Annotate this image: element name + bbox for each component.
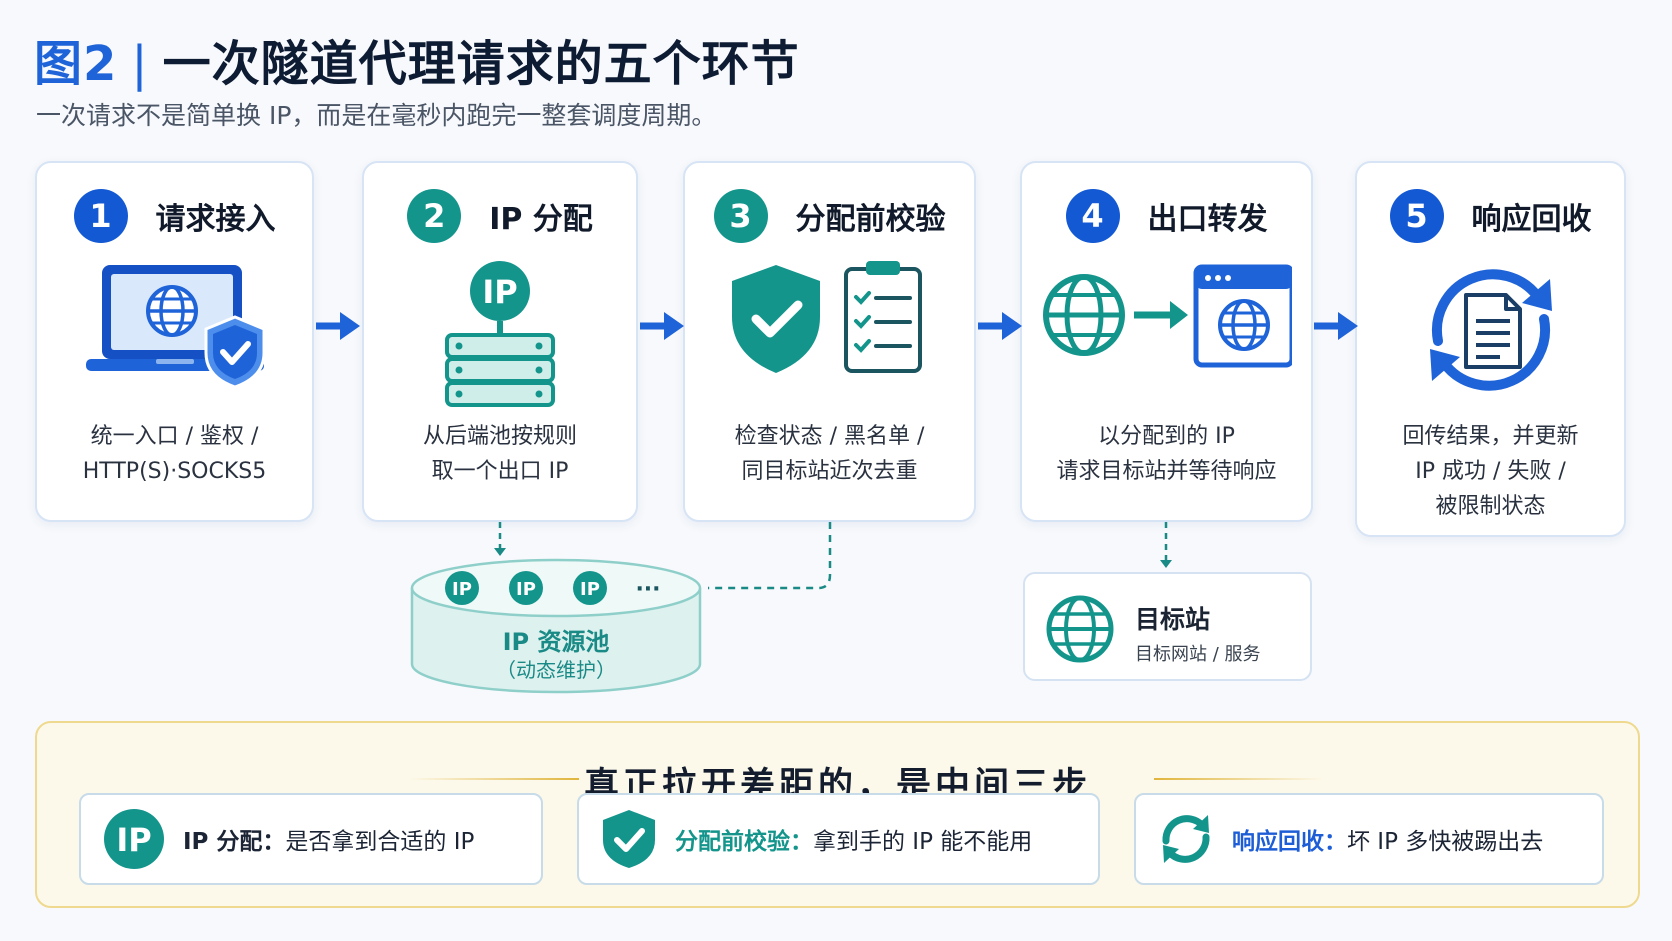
globe-to-browser-icon <box>1042 264 1292 368</box>
svg-text:IP: IP <box>516 579 536 600</box>
ip-pool-cylinder: IP IP IP ··· <box>410 558 702 694</box>
step-title: 分配前校验 <box>795 202 946 237</box>
step-number: 4 <box>1065 189 1120 243</box>
step-description: 从后端池按规则 取一个出口 IP <box>422 424 577 484</box>
title-separator: | <box>131 36 149 92</box>
shield-checklist-icon <box>731 261 922 373</box>
svg-text:IP: IP <box>482 273 517 311</box>
step-title: 出口转发 <box>1147 202 1268 237</box>
arrow-right-icon <box>640 312 684 340</box>
refresh-icon <box>1162 815 1210 863</box>
step-title: 响应回收 <box>1471 202 1592 237</box>
summary-item-ip-allocation: IP IP 分配：是否拿到合适的 IP <box>79 793 543 885</box>
step-card-pre-allocation-check: 3 分配前校验 检查状态 / 黑名单 / 同目标站近次去重 <box>683 161 976 522</box>
arrow-right-icon <box>1314 312 1358 340</box>
refresh-document-icon <box>1429 269 1552 391</box>
shield-check-icon <box>603 810 655 868</box>
step-number: 5 <box>1389 189 1444 243</box>
arrow-right-icon <box>316 312 360 340</box>
figure-number: 图2 <box>34 36 118 92</box>
svg-text:···: ··· <box>635 577 660 602</box>
summary-item-response-recycling: 响应回收：坏 IP 多快被踢出去 <box>1134 793 1604 885</box>
globe-icon <box>1046 595 1114 663</box>
step-description: 检查状态 / 黑名单 / 同目标站近次去重 <box>734 424 925 484</box>
step-number: 2 <box>407 189 462 243</box>
summary-panel: 真正拉开差距的，是中间三步 IP IP 分配：是否拿到合适的 IP 分配前校验：… <box>35 721 1640 908</box>
step-description: 统一入口 / 鉴权 / HTTP(S)·SOCKS5 <box>82 424 267 484</box>
page-subtitle: 一次请求不是简单换 IP，而是在毫秒内跑完一整套调度周期。 <box>36 101 717 130</box>
ip-badge-icon: IP <box>104 809 164 869</box>
ip-pool-title: IP 资源池 <box>502 628 610 656</box>
ip-server-icon: IP <box>445 261 555 407</box>
step-number: 1 <box>73 189 128 243</box>
summary-item-pre-check: 分配前校验：拿到手的 IP 能不能用 <box>577 793 1100 885</box>
svg-text:IP: IP <box>452 579 472 600</box>
step-card-egress-forwarding: 4 出口转发 以分配到的 IP 请求目标站并等待响应 <box>1020 161 1313 522</box>
title-text: 一次隧道代理请求的五个环节 <box>162 36 800 92</box>
ip-chip-icon <box>573 571 607 605</box>
step-title: 请求接入 <box>155 202 276 237</box>
arrow-right-icon <box>978 312 1022 340</box>
target-site-subtitle: 目标网站 / 服务 <box>1135 644 1261 665</box>
laptop-shield-icon <box>85 265 265 389</box>
summary-divider-left <box>409 778 579 780</box>
page-title: 图2|一次隧道代理请求的五个环节 <box>34 24 800 94</box>
ip-chip-icon <box>445 571 479 605</box>
target-site-box: 目标站 目标网站 / 服务 <box>1023 572 1312 681</box>
step-card-ip-allocation: 2 IP 分配 IP 从后端池按规则 取一个出口 IP <box>362 161 638 522</box>
step-title: IP 分配 <box>489 202 593 237</box>
ip-pool-subtitle: （动态维护） <box>496 658 616 682</box>
ip-chip-icon <box>509 571 543 605</box>
step-card-request-entry: 1 请求接入 统一入口 / 鉴权 / HTTP(S)·SOCKS5 <box>35 161 314 522</box>
svg-text:IP: IP <box>116 821 151 859</box>
step-description: 回传结果，并更新 IP 成功 / 失败 / 被限制状态 <box>1402 424 1579 519</box>
svg-text:IP: IP <box>580 579 600 600</box>
summary-divider-right <box>1154 778 1324 780</box>
step-number: 3 <box>713 189 768 243</box>
step-card-response-recycling: 5 响应回收 回传结果，并更新 IP 成功 / 失败 / 被限制状态 <box>1355 161 1626 537</box>
step-description: 以分配到的 IP 请求目标站并等待响应 <box>1056 424 1277 484</box>
target-site-title: 目标站 <box>1135 605 1211 634</box>
